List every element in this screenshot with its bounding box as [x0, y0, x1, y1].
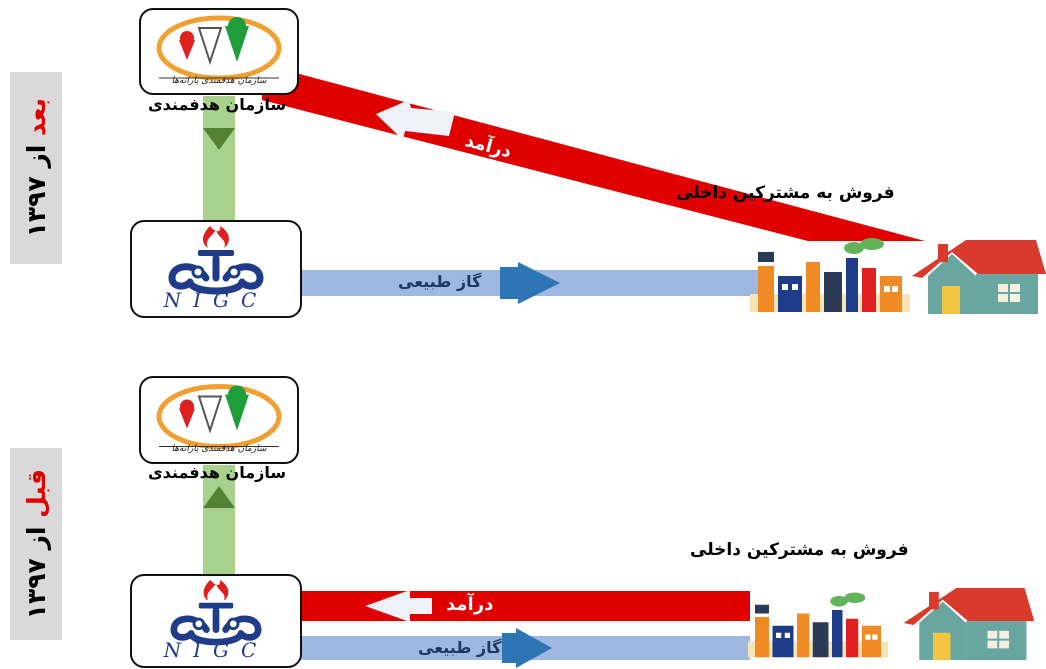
factory-icon — [750, 238, 910, 312]
sales-label: فروش به مشترکین داخلی — [690, 540, 909, 560]
left-arrow — [376, 100, 455, 140]
right-arrow — [502, 628, 552, 668]
gas-label: گاز طبیعی — [398, 272, 482, 291]
nigc-text: NIGC — [163, 288, 269, 312]
revenue-band-after — [262, 64, 925, 241]
period-label-after: بعد از ۱۳۹۷ — [10, 72, 62, 264]
nigc-logo — [170, 579, 262, 646]
org-label: سازمان هدفمندی — [148, 95, 287, 114]
org-nigc-link-after — [203, 96, 235, 220]
house-icon — [912, 240, 1046, 314]
revenue-label: درآمد — [446, 594, 494, 615]
org-logo-caption: سازمان هدفمندی یارانه‌ها — [171, 76, 267, 86]
org-logo-box-before: سازمان هدفمندی یارانه‌ها — [139, 376, 299, 464]
nigc-org-link-before — [203, 465, 235, 577]
org-logo-box-after: سازمان هدفمندی یارانه‌ها — [139, 8, 299, 95]
nigc-logo — [168, 226, 264, 295]
nigc-logo-box-after: NIGC — [130, 220, 302, 318]
left-arrow — [365, 590, 432, 622]
org-logo — [156, 15, 282, 81]
down-arrow — [203, 128, 235, 150]
house-icon — [903, 587, 1035, 661]
gas-label: گاز طبیعی — [418, 638, 502, 657]
org-label: سازمان هدفمندی — [148, 463, 287, 482]
period-label-before: قبل از ۱۳۹۷ — [10, 448, 62, 640]
nigc-logo-box-before: NIGC — [130, 574, 302, 668]
factory-icon — [748, 592, 888, 658]
up-arrow — [203, 486, 235, 508]
sales-label: فروش به مشترکین داخلی — [676, 183, 895, 203]
nigc-text: NIGC — [163, 638, 269, 662]
org-logo — [156, 384, 282, 449]
right-arrow — [500, 262, 560, 304]
org-logo-caption: سازمان هدفمندی یارانه‌ها — [171, 444, 267, 454]
